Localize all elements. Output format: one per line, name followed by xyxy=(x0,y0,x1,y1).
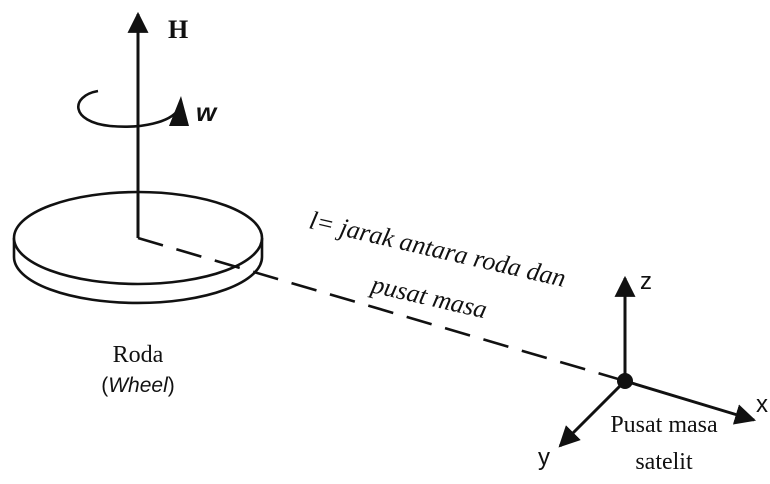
x-axis xyxy=(624,379,757,425)
wheel-label: Roda xyxy=(113,342,164,368)
distance-label-line2: pusat masa xyxy=(367,269,490,324)
center-of-mass-label-line1: Pusat masa xyxy=(610,412,718,438)
center-of-mass-label-line2: satelit xyxy=(635,449,693,475)
y-axis xyxy=(558,379,627,448)
x-axis-label: x xyxy=(756,391,768,418)
distance-line xyxy=(137,236,626,383)
rotation-arrow xyxy=(77,89,189,128)
z-axis-label: z xyxy=(640,268,652,295)
center-of-mass-dot xyxy=(617,373,633,389)
h-label: H xyxy=(168,15,188,44)
y-axis-label: y xyxy=(538,444,550,471)
distance-label-line1: l= jarak antara roda dan xyxy=(307,206,569,293)
w-label: w xyxy=(196,97,218,127)
wheel-sublabel: (Wheel) xyxy=(101,374,175,397)
